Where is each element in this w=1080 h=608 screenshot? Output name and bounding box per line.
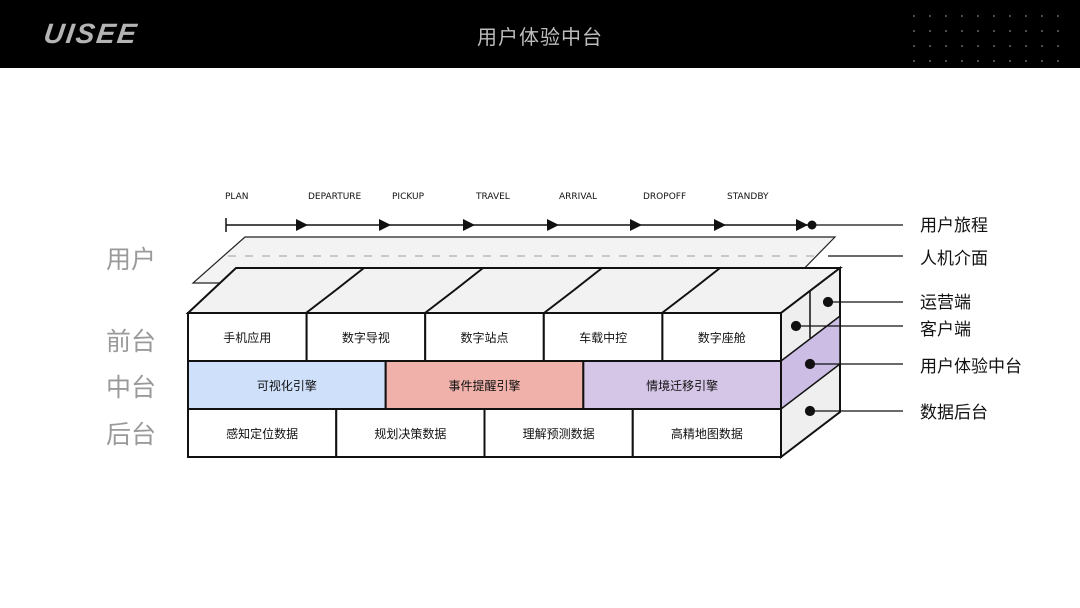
middle-cell-label: 可视化引擎	[257, 378, 317, 393]
back-cell-label: 高精地图数据	[671, 426, 743, 441]
label-middle: 中台	[106, 373, 156, 402]
journey-timeline	[225, 218, 817, 232]
front-cell	[661, 312, 783, 362]
front-cell-label: 数字站点	[460, 330, 508, 345]
header-bar: UISEE 用户体验中台	[0, 0, 1080, 68]
front-cell-label: 手机应用	[223, 330, 271, 345]
back-cell-label: 理解预测数据	[523, 426, 595, 441]
callout-hmi: 人机介面	[920, 249, 988, 269]
callout-journey: 用户旅程	[920, 216, 988, 236]
callout-ux-platform: 用户体验中台	[920, 357, 1022, 377]
stage-label-pickup: PICKUP	[392, 192, 425, 202]
front-cell-label: 数字导视	[342, 330, 390, 345]
front-cell	[187, 312, 308, 362]
front-row: 手机应用 数字导视 数字站点 车载中控 数字座舱	[187, 312, 783, 362]
callout-data-platform: 数据后台	[920, 403, 988, 423]
front-cell	[424, 312, 545, 362]
back-cell	[483, 408, 634, 458]
callout-client: 客户端	[920, 320, 971, 340]
callout-leaders	[790, 224, 903, 417]
journey-arrowhead	[463, 219, 475, 231]
journey-arrowhead	[630, 219, 642, 231]
middle-cell	[582, 360, 782, 410]
stage-label-standby: STANDBY	[727, 192, 769, 202]
back-cell-label: 感知定位数据	[226, 426, 298, 441]
page-title: 用户体验中台	[477, 25, 603, 49]
dot-grid-decoration	[912, 14, 1060, 63]
label-front: 前台	[106, 327, 156, 356]
middle-row: 可视化引擎 事件提醒引擎 情境迁移引擎	[187, 360, 782, 410]
block-top-face	[185, 267, 843, 314]
front-cell	[542, 312, 664, 362]
journey-arrowhead	[714, 219, 726, 231]
front-cell	[305, 312, 427, 362]
callout-ops: 运营端	[920, 293, 971, 313]
journey-arrowhead	[379, 219, 391, 231]
middle-cell-label: 事件提醒引擎	[448, 378, 520, 393]
back-cell	[631, 408, 782, 458]
middle-cell-label: 情境迁移引擎	[646, 378, 718, 393]
journey-arrowhead	[547, 219, 559, 231]
stage-label-dropoff: DROPOFF	[643, 192, 686, 202]
label-user: 用户	[106, 245, 156, 274]
journey-arrowhead	[296, 219, 308, 231]
journey-arrowhead	[796, 219, 808, 231]
front-cell-label: 车载中控	[579, 330, 627, 345]
label-back: 后台	[106, 420, 156, 449]
stage-label-plan: PLAN	[225, 192, 249, 202]
stage-label-departure: DEPARTURE	[308, 192, 362, 202]
back-cell-label: 规划决策数据	[374, 426, 446, 441]
back-row: 感知定位数据 规划决策数据 理解预测数据 高精地图数据	[187, 408, 782, 458]
front-cell-label: 数字座舱	[698, 330, 746, 345]
stage-label-arrival: ARRIVAL	[559, 192, 597, 202]
stage-label-travel: TRAVEL	[475, 192, 510, 202]
back-cell	[335, 408, 486, 458]
